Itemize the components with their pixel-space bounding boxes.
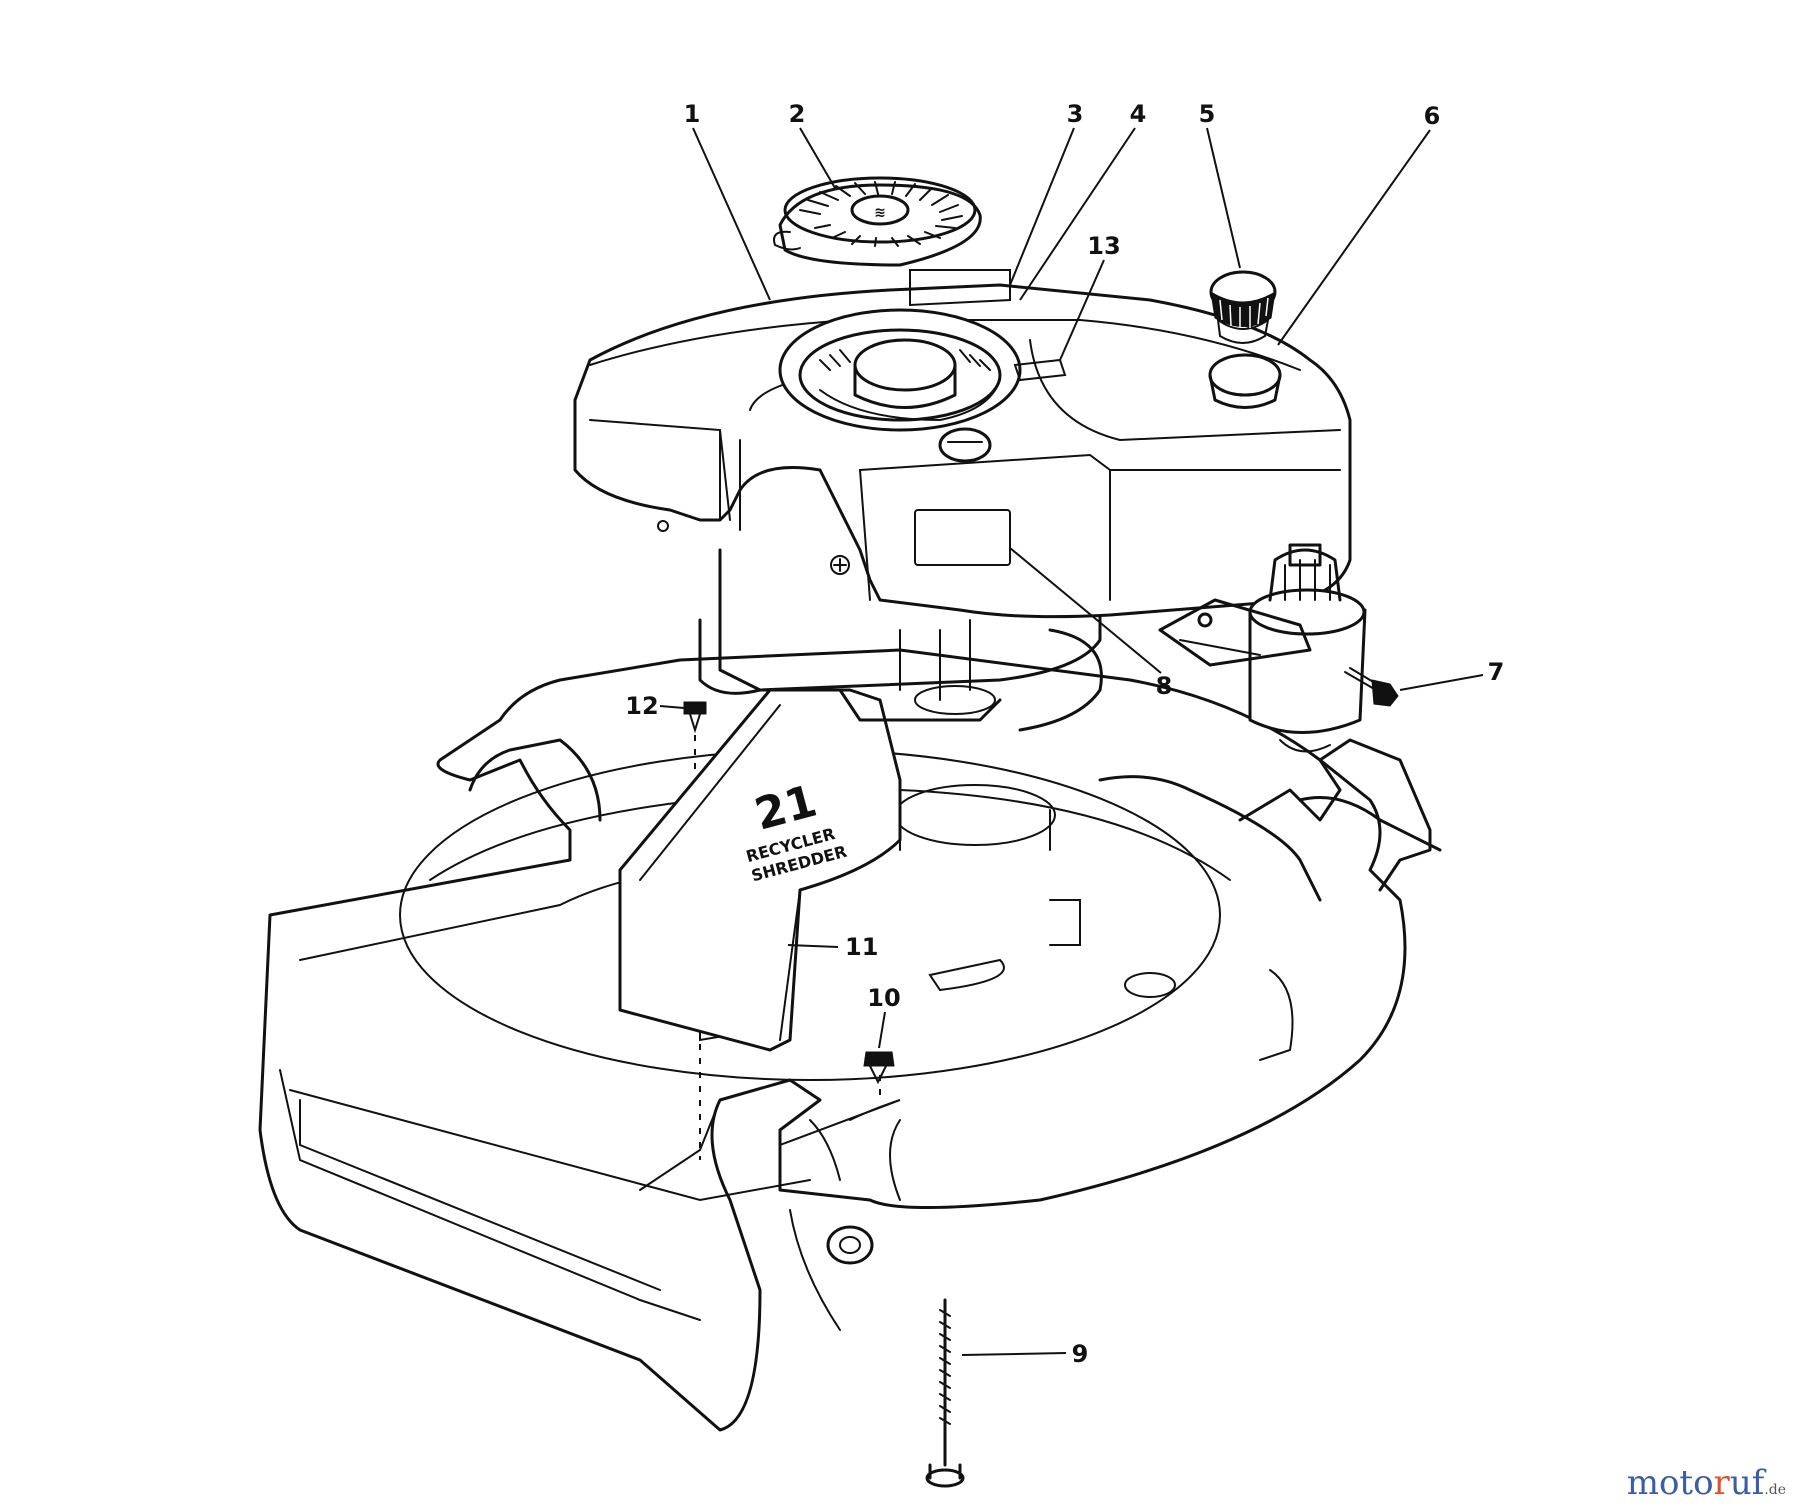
- callout-7: 7: [1488, 658, 1505, 686]
- watermark-accent: r: [1713, 1463, 1730, 1503]
- leader-lines: [659, 127, 1484, 1356]
- watermark-logo: motoruf.de: [1627, 1463, 1786, 1503]
- callout-5: 5: [1199, 100, 1216, 128]
- bolt-9: [925, 1298, 965, 1488]
- engine-shroud: [573, 283, 1352, 619]
- electric-starter-motor: [1158, 543, 1367, 753]
- callout-10: 10: [867, 984, 900, 1012]
- callout-8: 8: [1156, 672, 1173, 700]
- callout-6: 6: [1424, 102, 1441, 130]
- watermark-rest: uf: [1729, 1463, 1765, 1503]
- engine-block: [698, 548, 1103, 732]
- callout-13: 13: [1087, 232, 1120, 260]
- fuel-cap: [1209, 270, 1277, 344]
- callout-4: 4: [1130, 100, 1147, 128]
- svg-text:≋: ≋: [874, 205, 886, 221]
- callout-12: 12: [625, 692, 658, 720]
- discharge-chute: 21 RECYCLER SHREDDER: [618, 688, 902, 1052]
- screw-10: [863, 1051, 895, 1085]
- callout-3: 3: [1067, 100, 1084, 128]
- callout-labels: 1 2 3 4 5 6 7 8 9 10 11 12 13: [625, 100, 1504, 1368]
- callout-2: 2: [789, 100, 806, 128]
- screw-7: [1344, 667, 1399, 707]
- callout-9: 9: [1072, 1340, 1089, 1368]
- callout-1: 1: [684, 100, 701, 128]
- watermark-main: moto: [1626, 1463, 1714, 1503]
- callout-11: 11: [845, 933, 878, 961]
- screw-12: [683, 701, 707, 734]
- watermark-suffix: .de: [1764, 1482, 1786, 1498]
- recoil-starter: ≋: [773, 176, 1011, 307]
